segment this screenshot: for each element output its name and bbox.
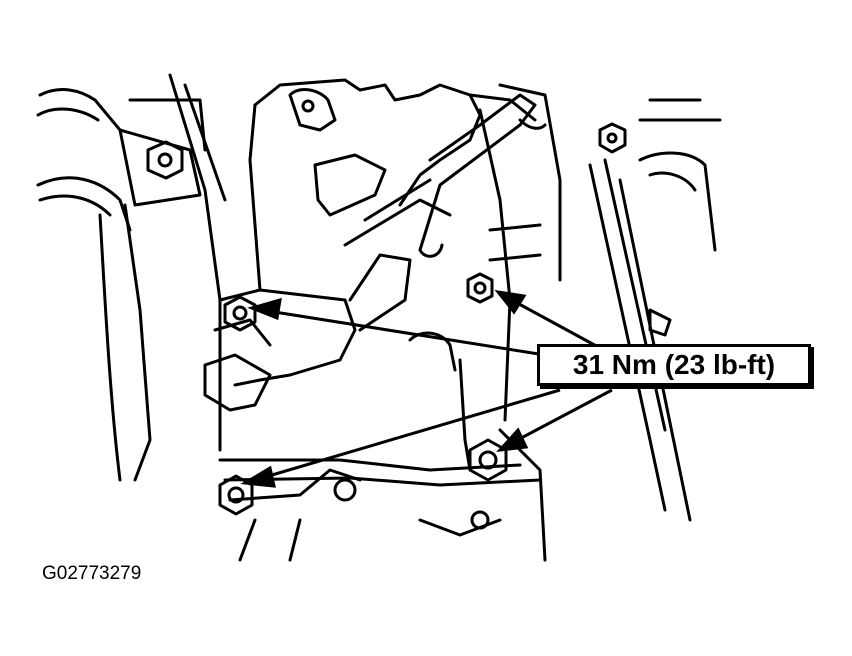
leader-arrow-upper-left [261,308,546,357]
arrowhead-upper-left [247,297,282,321]
arrowhead-upper-right [494,289,527,315]
right-rails [588,98,722,522]
frame-bolt-upper-left [146,140,184,180]
figure-id: G02773279 [42,563,142,584]
bolt-lower-right [468,438,508,482]
torque-spec-callout: 31 Nm (23 lb-ft) [537,344,811,386]
lower-mount-body [203,288,547,562]
bolt-lower-left [218,474,254,516]
left-frame-panel [36,73,227,482]
leader-arrow-lower-left [254,388,561,482]
bolt-upper-left [223,295,257,332]
rail-bolt-upper-right [598,122,627,154]
right-linkage [478,83,562,422]
bolt-bottom-center [333,478,490,530]
arrowhead-lower-left [240,465,276,488]
leader-arrow-lower-right [507,388,613,447]
arrowhead-lower-right [496,427,529,452]
torque-leader-arrows [240,289,613,488]
bolt-upper-right [466,272,494,304]
mount-bracket [248,78,537,332]
leader-arrow-upper-right [507,296,601,350]
